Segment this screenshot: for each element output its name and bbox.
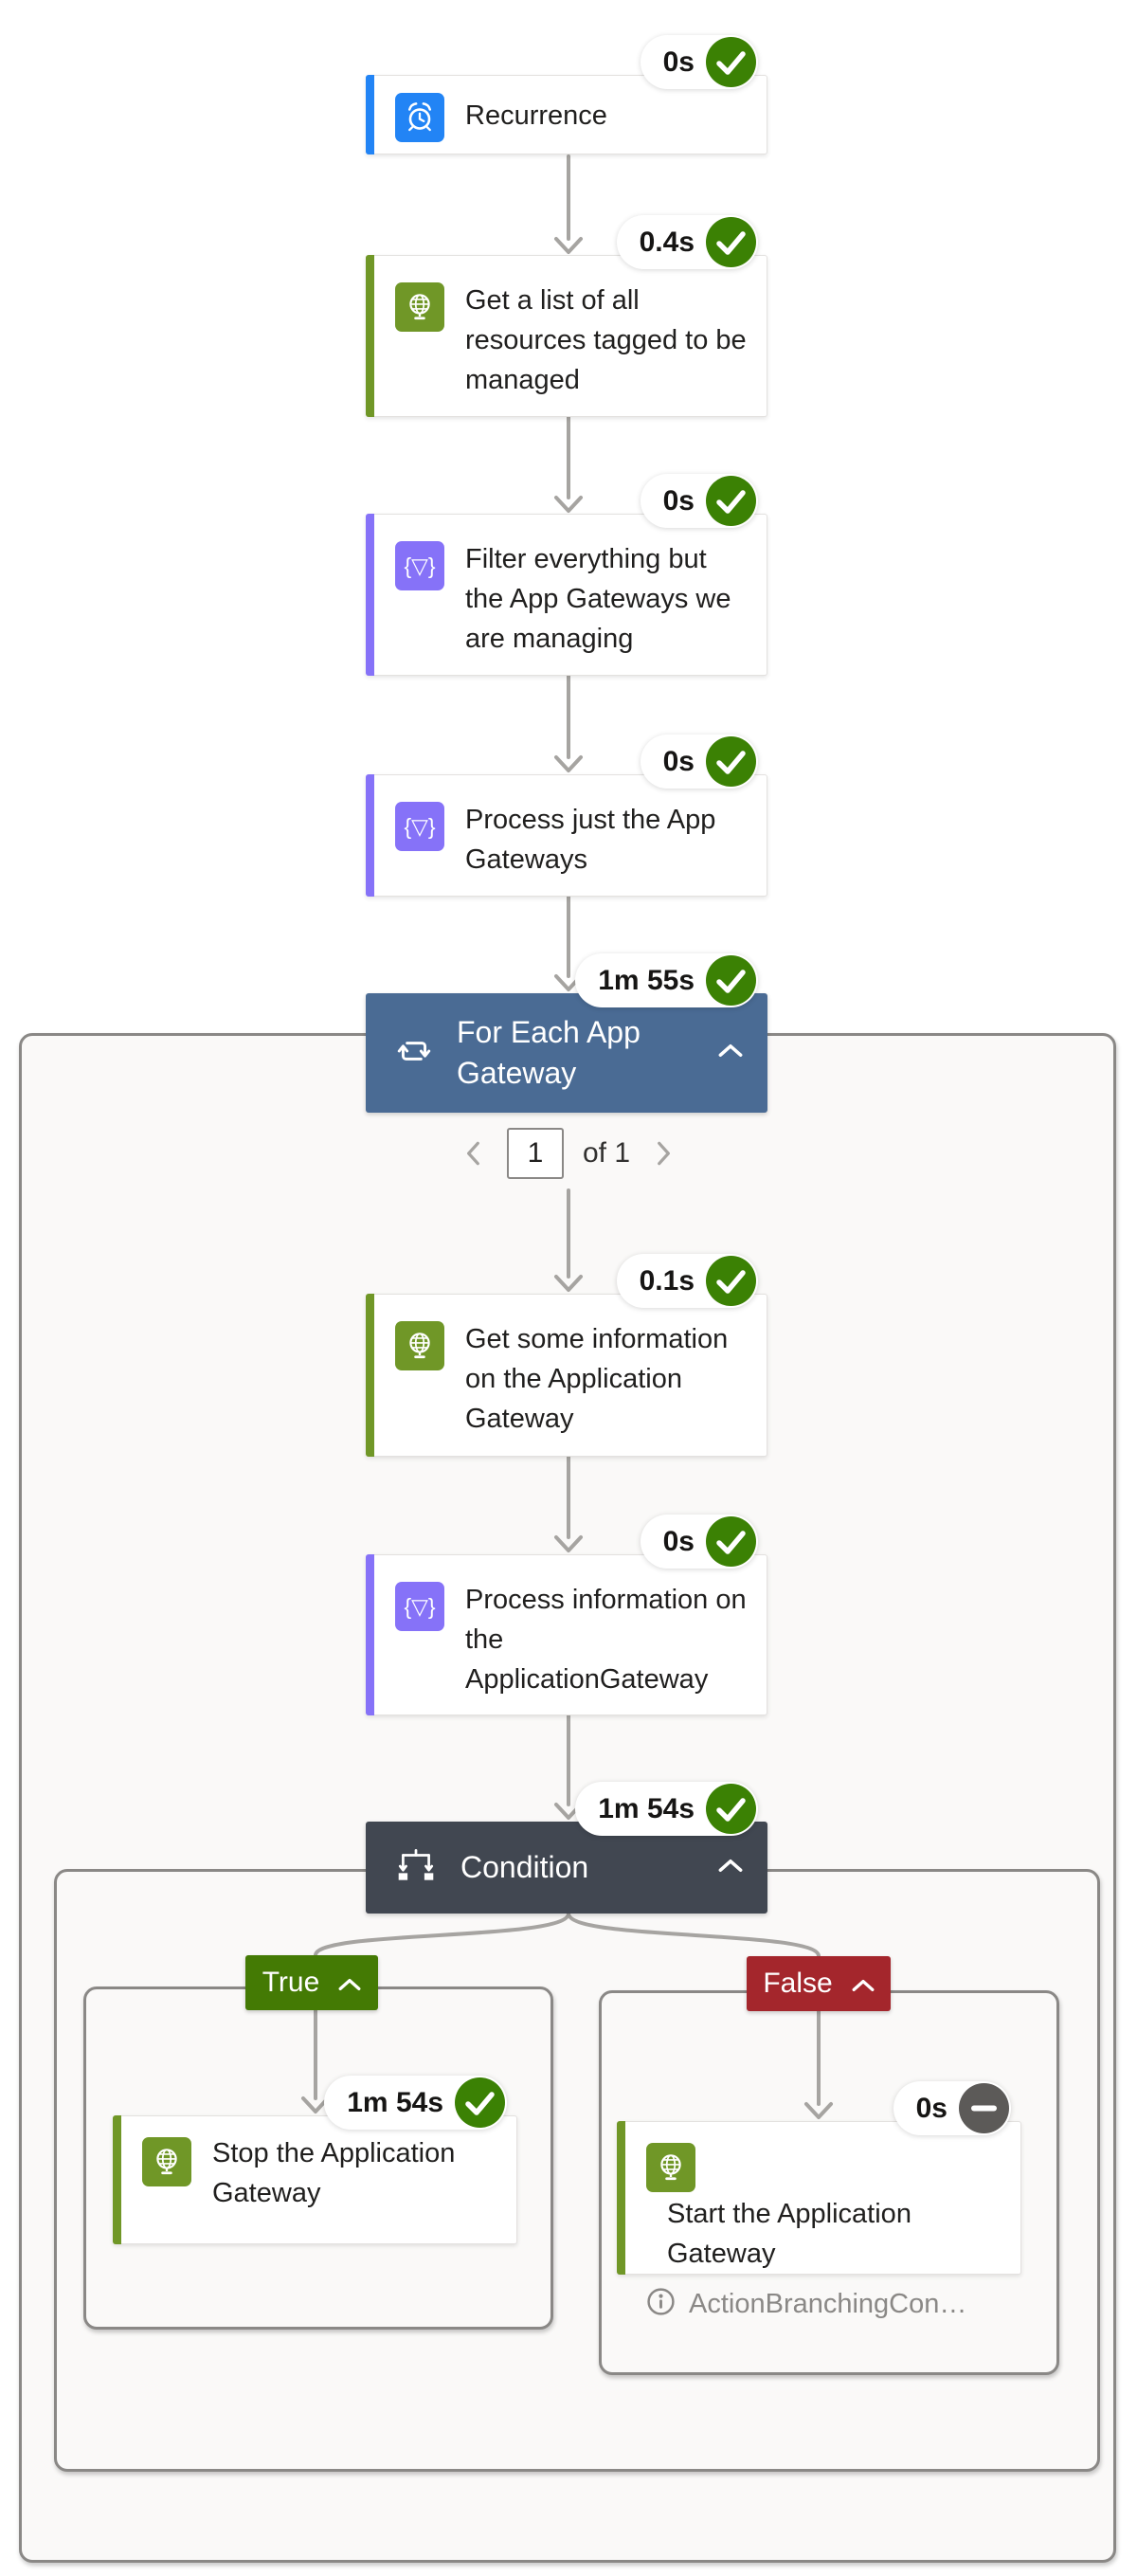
pagination-next-button[interactable]: [649, 1135, 677, 1171]
accent-bar: [366, 1294, 374, 1457]
true-branch-label[interactable]: True: [245, 1955, 378, 2010]
accent-bar: [366, 514, 374, 676]
status-badge-condition[interactable]: 1m 54s: [575, 1782, 758, 1836]
success-check-icon: [706, 1256, 756, 1306]
action-title: Start the Application Gateway: [667, 2199, 911, 2269]
success-check-icon: [706, 1784, 756, 1834]
success-check-icon: [706, 955, 756, 1006]
pagination-input[interactable]: 1: [506, 1128, 564, 1179]
branch-label-text: True: [262, 1967, 320, 1998]
data-operations-icon: {▽}: [395, 802, 444, 851]
action-title: Filter everything but the App Gateways w…: [465, 544, 731, 654]
accent-bar: [366, 255, 374, 417]
skip-reason-row: ActionBranchingCondition...: [646, 2287, 1002, 2321]
duration-label: 0s: [915, 2092, 948, 2124]
status-badge-recurrence[interactable]: 0s: [640, 35, 758, 89]
scope-title: Condition: [460, 1850, 589, 1884]
status-badge-get-list[interactable]: 0.4s: [616, 215, 758, 269]
data-operations-icon: {▽}: [395, 1582, 444, 1631]
success-check-icon: [706, 217, 756, 267]
action-card-get-list[interactable]: Get a list of all resources tagged to be…: [366, 255, 767, 417]
skipped-icon: [959, 2083, 1009, 2133]
action-title: Get a list of all resources tagged to be…: [465, 285, 747, 395]
web-globe-icon: [395, 1321, 444, 1370]
status-badge-start-gateway[interactable]: 0s: [893, 2081, 1011, 2135]
accent-bar: [617, 2121, 625, 2275]
action-card-start-gateway[interactable]: Start the Application Gateway ActionBran…: [617, 2121, 1021, 2319]
action-card-process-gateways[interactable]: {▽} Process just the App Gateways: [366, 774, 767, 897]
accent-bar: [113, 2115, 121, 2244]
duration-label: 1m 55s: [598, 964, 695, 996]
web-globe-icon: [646, 2143, 695, 2192]
success-check-icon: [706, 1516, 756, 1567]
success-check-icon: [706, 736, 756, 787]
chevron-up-icon[interactable]: [718, 1859, 743, 1878]
action-card-filter[interactable]: {▽} Filter everything but the App Gatewa…: [366, 514, 767, 676]
skip-reason-text: ActionBranchingCondition...: [689, 2288, 973, 2319]
for-each-pagination: 1 of 1: [426, 1124, 711, 1183]
success-check-icon: [706, 37, 756, 87]
status-badge-process-info[interactable]: 0s: [640, 1515, 758, 1569]
info-icon: [646, 2287, 676, 2321]
duration-label: 0s: [662, 484, 695, 517]
status-badge-for-each[interactable]: 1m 55s: [575, 953, 758, 1007]
for-each-loop-icon: [394, 1031, 434, 1076]
condition-scope-header[interactable]: Condition: [366, 1822, 767, 1914]
web-globe-icon: [142, 2137, 191, 2186]
accent-bar: [366, 774, 374, 897]
scope-title: For Each App Gateway: [457, 1015, 641, 1090]
action-card-stop-gateway[interactable]: Stop the Application Gateway: [113, 2115, 517, 2244]
action-title: Process information on the ApplicationGa…: [465, 1585, 747, 1695]
duration-label: 1m 54s: [347, 2086, 443, 2118]
for-each-scope-header[interactable]: For Each App Gateway: [366, 993, 767, 1113]
success-check-icon: [706, 476, 756, 526]
chevron-up-icon[interactable]: [852, 1968, 875, 2000]
accent-bar: [366, 1554, 374, 1715]
false-branch-label[interactable]: False: [747, 1956, 891, 2011]
recurrence-clock-icon: [395, 93, 444, 142]
success-check-icon: [455, 2077, 505, 2128]
pagination-total-label: of 1: [582, 1137, 631, 1169]
branch-label-text: False: [763, 1968, 833, 1999]
action-card-process-info[interactable]: {▽} Process information on the Applicati…: [366, 1554, 767, 1715]
action-title: Get some information on the Application …: [465, 1324, 729, 1434]
chevron-up-icon[interactable]: [338, 1967, 361, 1999]
status-badge-stop-gateway[interactable]: 1m 54s: [324, 2076, 507, 2130]
duration-label: 0s: [662, 45, 695, 78]
status-badge-process-gateways[interactable]: 0s: [640, 735, 758, 789]
duration-label: 0.4s: [639, 226, 695, 258]
chevron-up-icon[interactable]: [718, 1043, 743, 1062]
condition-branch-icon: [394, 1846, 438, 1889]
action-card-get-info[interactable]: Get some information on the Application …: [366, 1294, 767, 1457]
web-globe-icon: [395, 282, 444, 332]
pagination-prev-button[interactable]: [460, 1135, 488, 1171]
action-title: Process just the App Gateways: [465, 805, 716, 875]
accent-bar: [366, 75, 374, 154]
duration-label: 1m 54s: [598, 1792, 695, 1824]
action-title: Stop the Application Gateway: [212, 2138, 456, 2208]
duration-label: 0s: [662, 745, 695, 777]
data-operations-icon: {▽}: [395, 541, 444, 590]
duration-label: 0.1s: [639, 1264, 695, 1297]
action-title: Recurrence: [465, 100, 607, 131]
status-badge-filter[interactable]: 0s: [640, 474, 758, 528]
status-badge-get-info[interactable]: 0.1s: [616, 1254, 758, 1308]
duration-label: 0s: [662, 1525, 695, 1557]
